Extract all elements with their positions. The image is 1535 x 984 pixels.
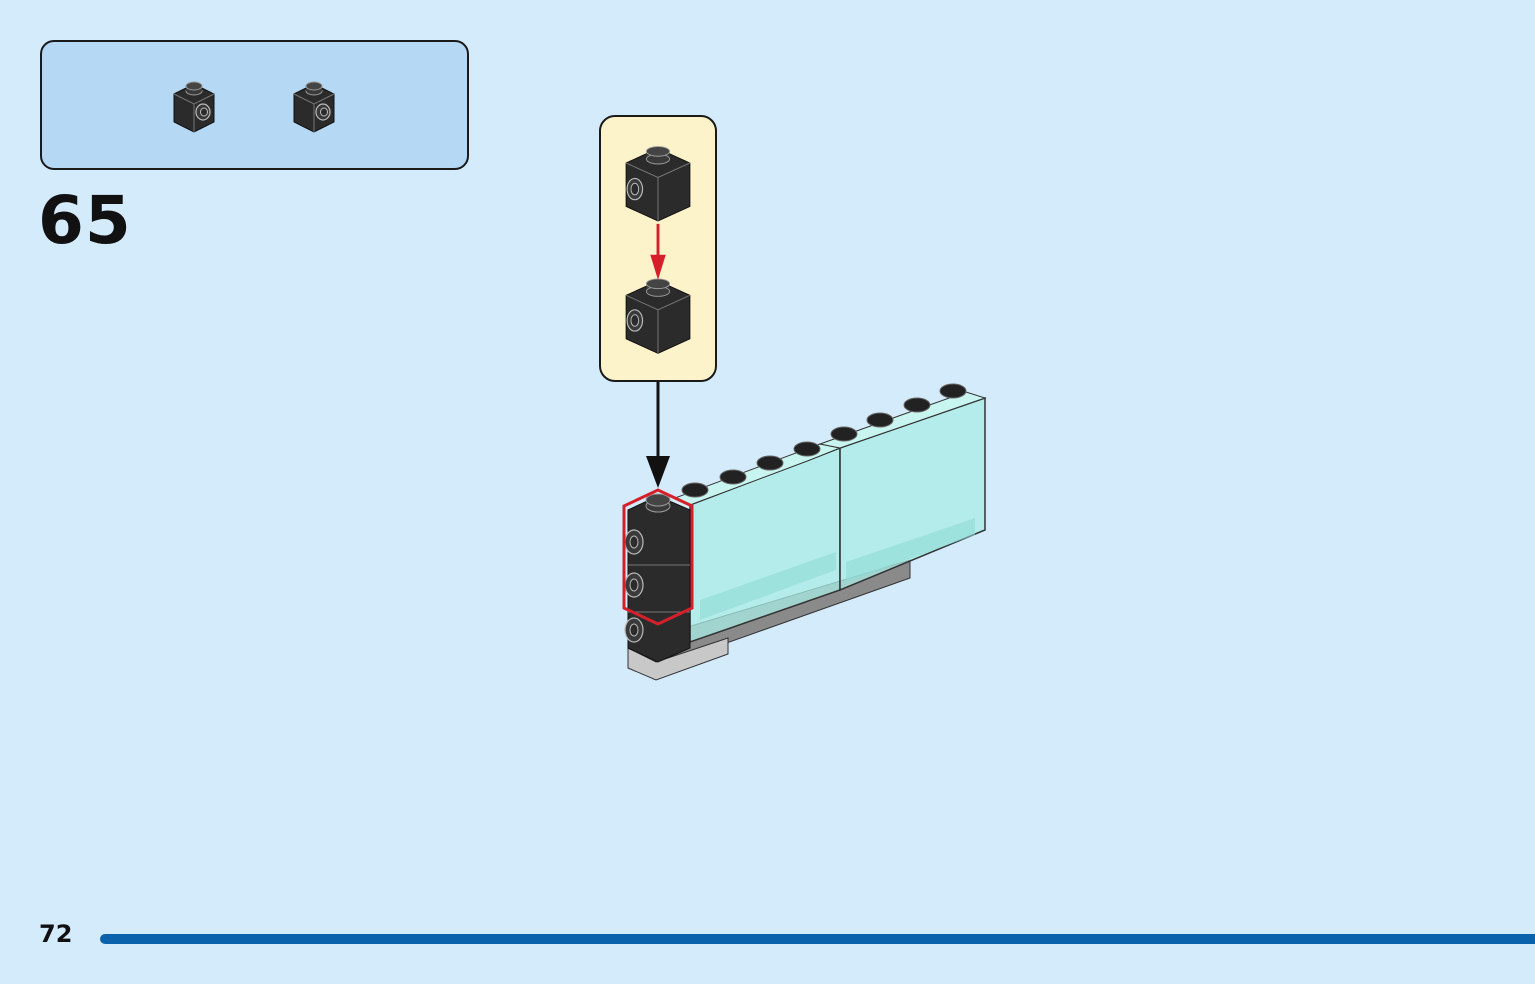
black-1x1-side-stud-brick-icon bbox=[170, 80, 218, 136]
red-arrow-icon bbox=[650, 223, 666, 280]
parts-list-panel bbox=[40, 40, 469, 170]
black-top-studs-icon bbox=[681, 383, 967, 498]
transparent-panel-left-icon bbox=[673, 443, 842, 644]
subassembly-callout bbox=[599, 115, 717, 382]
footer-rule bbox=[100, 934, 1535, 944]
transparent-panel-right-icon bbox=[818, 391, 987, 592]
model-assembly-illustration bbox=[600, 370, 1000, 690]
page-number: 72 bbox=[39, 920, 73, 948]
black-1x1-side-stud-brick-icon bbox=[290, 80, 338, 136]
bottom-brick-icon bbox=[625, 278, 691, 354]
step-number: 65 bbox=[38, 182, 132, 259]
placement-arrow-icon bbox=[646, 382, 670, 488]
black-brick-column-icon bbox=[624, 493, 691, 663]
top-brick-icon bbox=[625, 146, 691, 222]
red-highlight-outline-icon bbox=[622, 488, 694, 626]
